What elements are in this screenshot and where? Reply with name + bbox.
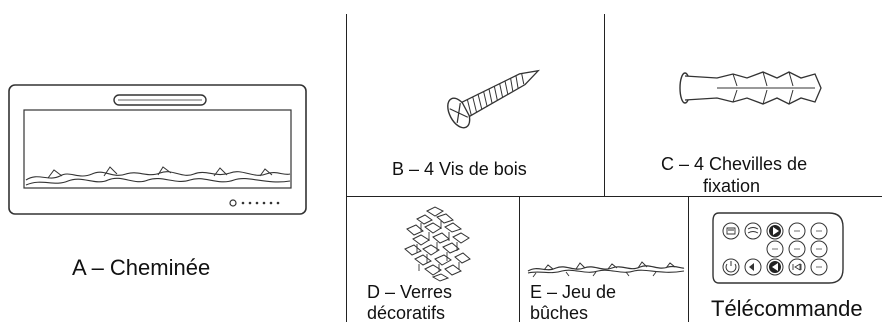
item-b-label: B – 4 Vis de bois bbox=[392, 159, 527, 179]
item-e-label-line2: bûches bbox=[530, 303, 589, 323]
divider-vertical-bottom-right bbox=[688, 196, 689, 322]
wood-screw-icon bbox=[447, 69, 541, 129]
item-d-label-line2: décoratifs bbox=[367, 303, 446, 323]
log-set-icon bbox=[527, 261, 685, 278]
item-e-log-set: E – Jeu de bûches bbox=[520, 197, 688, 323]
item-a-fireplace: A – Cheminée bbox=[0, 0, 346, 322]
item-f-remote-control: Télécommande bbox=[689, 197, 882, 322]
decorative-glass-icon bbox=[404, 206, 471, 282]
item-f-label: Télécommande bbox=[711, 296, 863, 321]
item-d-label-line1: D – Verres bbox=[367, 282, 453, 302]
divider-vertical-bottom-middle bbox=[519, 196, 520, 322]
wall-plug-icon bbox=[679, 71, 822, 105]
item-a-label: A – Cheminée bbox=[72, 255, 211, 280]
item-e-label-line1: E – Jeu de bbox=[530, 282, 617, 302]
item-d-decorative-glass: D – Verres décoratifs bbox=[347, 197, 519, 323]
remote-control-icon bbox=[712, 212, 844, 284]
item-b-wood-screws: B – 4 Vis de bois bbox=[347, 14, 604, 196]
divider-vertical-top-middle bbox=[604, 14, 605, 196]
divider-vertical-top-left bbox=[346, 14, 347, 322]
item-c-wall-plugs: C – 4 Chevilles de fixation bbox=[605, 14, 882, 196]
fireplace-icon bbox=[8, 84, 307, 215]
divider-horizontal bbox=[346, 196, 882, 197]
item-c-label-line1: C – 4 Chevilles de bbox=[661, 154, 808, 174]
item-c-label-line2: fixation bbox=[703, 176, 761, 196]
item-c-label-wrap: C – 4 Chevilles de fixation bbox=[661, 154, 881, 196]
